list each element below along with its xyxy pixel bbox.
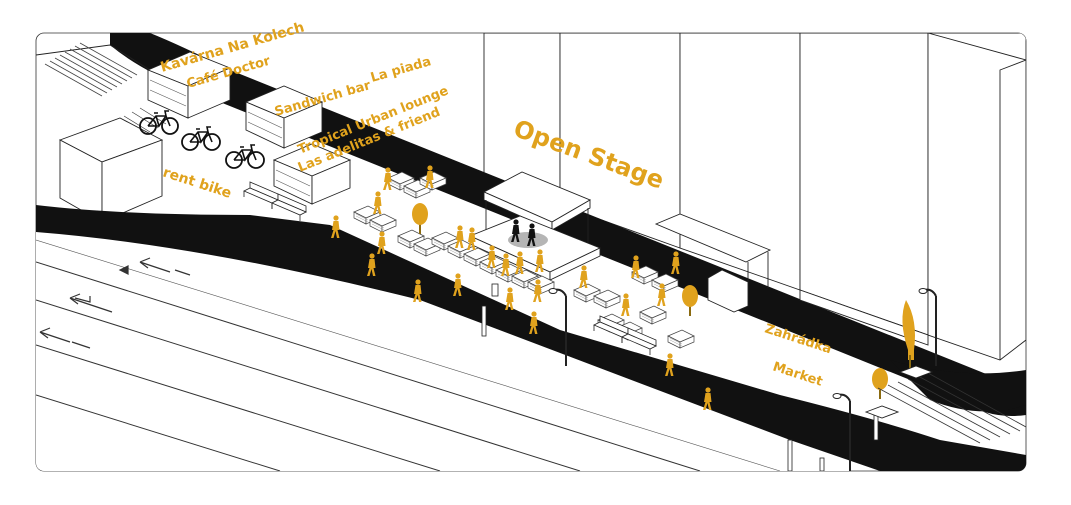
- back-road: [110, 33, 1026, 416]
- background-buildings: [483, 33, 1026, 361]
- crosswalk-left: [36, 42, 191, 97]
- traffic-lanes: [36, 239, 781, 471]
- crosswalk-right: [877, 372, 1026, 444]
- plaza-edge-road: [36, 205, 1026, 471]
- bike-rental-block: [58, 107, 167, 223]
- tree-planter: [898, 365, 934, 379]
- lane-arrow-icon: [39, 257, 191, 349]
- tree-planter-2: [864, 405, 900, 419]
- corner-building-base: [799, 289, 929, 346]
- kiosk-sandwich: [244, 85, 324, 149]
- open-stage: [468, 171, 602, 281]
- kiosk-tropical: [272, 143, 352, 205]
- market-pavilion: [654, 213, 772, 313]
- kiosk-kavarna: [146, 51, 232, 119]
- tree-icon: [412, 203, 915, 399]
- front-road: [36, 205, 850, 471]
